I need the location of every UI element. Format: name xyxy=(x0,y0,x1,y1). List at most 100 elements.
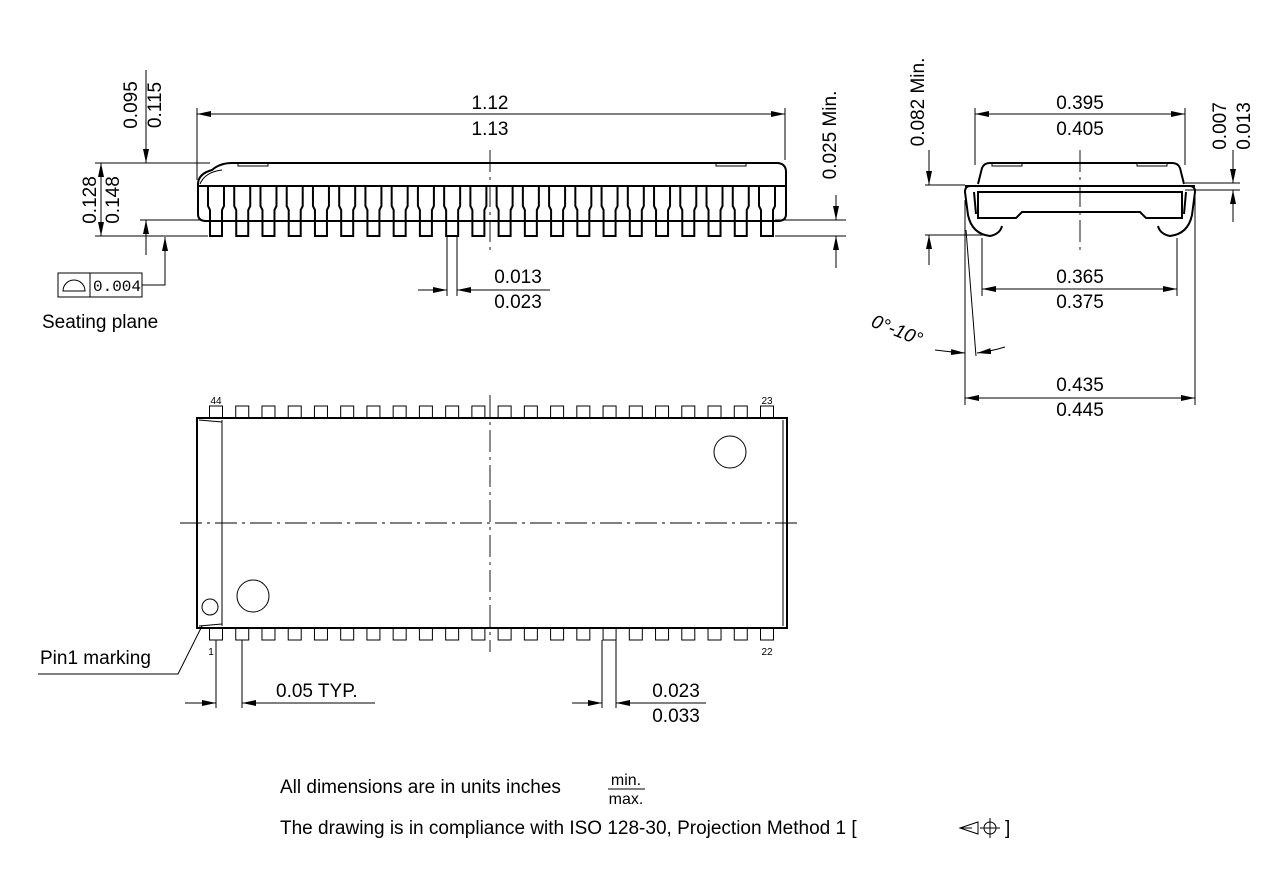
pin-top-row xyxy=(366,405,381,419)
pin-bottom-row xyxy=(655,627,670,641)
length-max: 1.13 xyxy=(472,119,509,140)
flatness-control-frame: 0.004 xyxy=(57,237,168,298)
pin-label-44: 44 xyxy=(210,396,222,407)
lead-width-max: 0.023 xyxy=(494,292,542,313)
side-lead xyxy=(574,186,593,237)
side-lead xyxy=(705,186,724,237)
pin-bottom-row xyxy=(445,627,460,641)
pin-bottom-row xyxy=(576,627,591,641)
pin-top-row xyxy=(523,405,538,419)
pin-label-22: 22 xyxy=(761,647,773,658)
lead-span-inner-min: 0.365 xyxy=(1056,267,1104,288)
pin-top-row xyxy=(471,405,486,419)
side-lead xyxy=(521,186,540,237)
side-lead xyxy=(390,186,409,237)
pin-bottom-row xyxy=(209,627,223,641)
side-lead xyxy=(259,186,278,237)
lead-width-min: 0.013 xyxy=(494,267,542,288)
side-view: 1.12 1.13 0.095 0.115 0.128 0.148 0.004 … xyxy=(42,70,846,333)
side-lead xyxy=(679,186,698,237)
flatness-value: 0.004 xyxy=(93,278,141,296)
side-lead xyxy=(548,186,567,237)
lead-span-inner-max: 0.375 xyxy=(1056,292,1104,313)
pitch-label: 0.05 TYP. xyxy=(276,681,358,702)
side-lead xyxy=(443,186,462,237)
flatness-icon xyxy=(62,279,86,292)
pin-bottom-row xyxy=(523,627,538,641)
side-lead xyxy=(207,186,225,237)
length-min: 1.12 xyxy=(472,93,509,114)
pin-width-min: 0.023 xyxy=(652,681,700,702)
height-max: 0.148 xyxy=(103,176,124,224)
pin-top-row xyxy=(287,405,302,419)
pin-top-row xyxy=(418,405,433,419)
lead-span-outer-max: 0.445 xyxy=(1056,400,1104,421)
pin-top-row xyxy=(261,405,276,419)
side-lead xyxy=(600,186,619,237)
pin-top-row xyxy=(602,405,617,419)
side-lead xyxy=(338,186,357,237)
lead-thickness-min: 0.007 xyxy=(1210,102,1231,150)
side-lead xyxy=(364,186,383,237)
end-lead-left xyxy=(963,185,1003,238)
pin-top-row xyxy=(392,405,407,419)
end-view: 0.395 0.405 0.082 Min. 0.007 0.013 0.365… xyxy=(868,58,1255,421)
pin-bottom-row xyxy=(366,627,381,641)
pin-top-row xyxy=(760,405,774,419)
standoff-max: 0.115 xyxy=(145,82,166,128)
units-note: All dimensions are in units inches xyxy=(280,777,561,798)
seating-plane-label: Seating plane xyxy=(42,312,158,333)
lead-span-outer-min: 0.435 xyxy=(1056,375,1104,396)
side-lead xyxy=(653,186,672,237)
pin-top-row xyxy=(550,405,565,419)
side-lead xyxy=(758,186,776,237)
pin-label-1: 1 xyxy=(208,647,214,658)
side-lead xyxy=(495,186,514,237)
side-body-bottom xyxy=(197,186,787,222)
pin-bottom-row xyxy=(261,627,276,641)
side-lead xyxy=(416,186,435,237)
lead-thickness-max: 0.013 xyxy=(1234,102,1255,150)
first-angle-projection-icon xyxy=(958,818,1000,838)
side-lead xyxy=(731,186,750,237)
pin-top-row xyxy=(313,405,328,419)
pin-width-max: 0.033 xyxy=(652,706,700,727)
side-lead xyxy=(469,186,488,237)
fraction-min: min. xyxy=(611,772,641,789)
pin-bottom-row xyxy=(497,627,512,641)
pin-bottom-row xyxy=(602,627,617,641)
pin-top-row xyxy=(445,405,460,419)
pin-top-row xyxy=(733,405,748,419)
pin-bottom-row xyxy=(471,627,486,641)
side-lead xyxy=(311,186,330,237)
standoff-min: 0.095 xyxy=(121,81,142,129)
pin-top-row xyxy=(628,405,643,419)
pin-bottom-row xyxy=(235,627,250,641)
pin-bottom-row xyxy=(628,627,643,641)
side-lead xyxy=(233,186,252,237)
pin-top-row xyxy=(576,405,591,419)
body-width-max: 0.405 xyxy=(1056,119,1104,140)
pin-bottom-row xyxy=(733,627,748,641)
fraction-max: max. xyxy=(609,791,644,808)
pin-top-row xyxy=(209,405,223,419)
notes: All dimensions are in units inches min. … xyxy=(280,772,1010,839)
pin-top-row xyxy=(707,405,722,419)
pin1-dot xyxy=(201,598,219,616)
pin-bottom-row xyxy=(287,627,302,641)
pin-top-row xyxy=(655,405,670,419)
pin-top-row xyxy=(340,405,355,419)
pin-top-row xyxy=(681,405,696,419)
pin1-marking-label: Pin1 marking xyxy=(40,648,151,669)
compliance-end: ] xyxy=(1005,818,1010,839)
body-clearance: 0.082 Min. xyxy=(908,58,929,147)
pin-bottom-row xyxy=(550,627,565,641)
side-leads xyxy=(207,186,776,237)
end-lead-right xyxy=(1157,185,1197,238)
pin-label-23: 23 xyxy=(761,396,773,407)
lead-clearance: 0.025 Min. xyxy=(820,91,841,180)
pin-bottom-row xyxy=(760,627,774,641)
pin-bottom-row xyxy=(418,627,433,641)
pin-top-row xyxy=(497,405,512,419)
